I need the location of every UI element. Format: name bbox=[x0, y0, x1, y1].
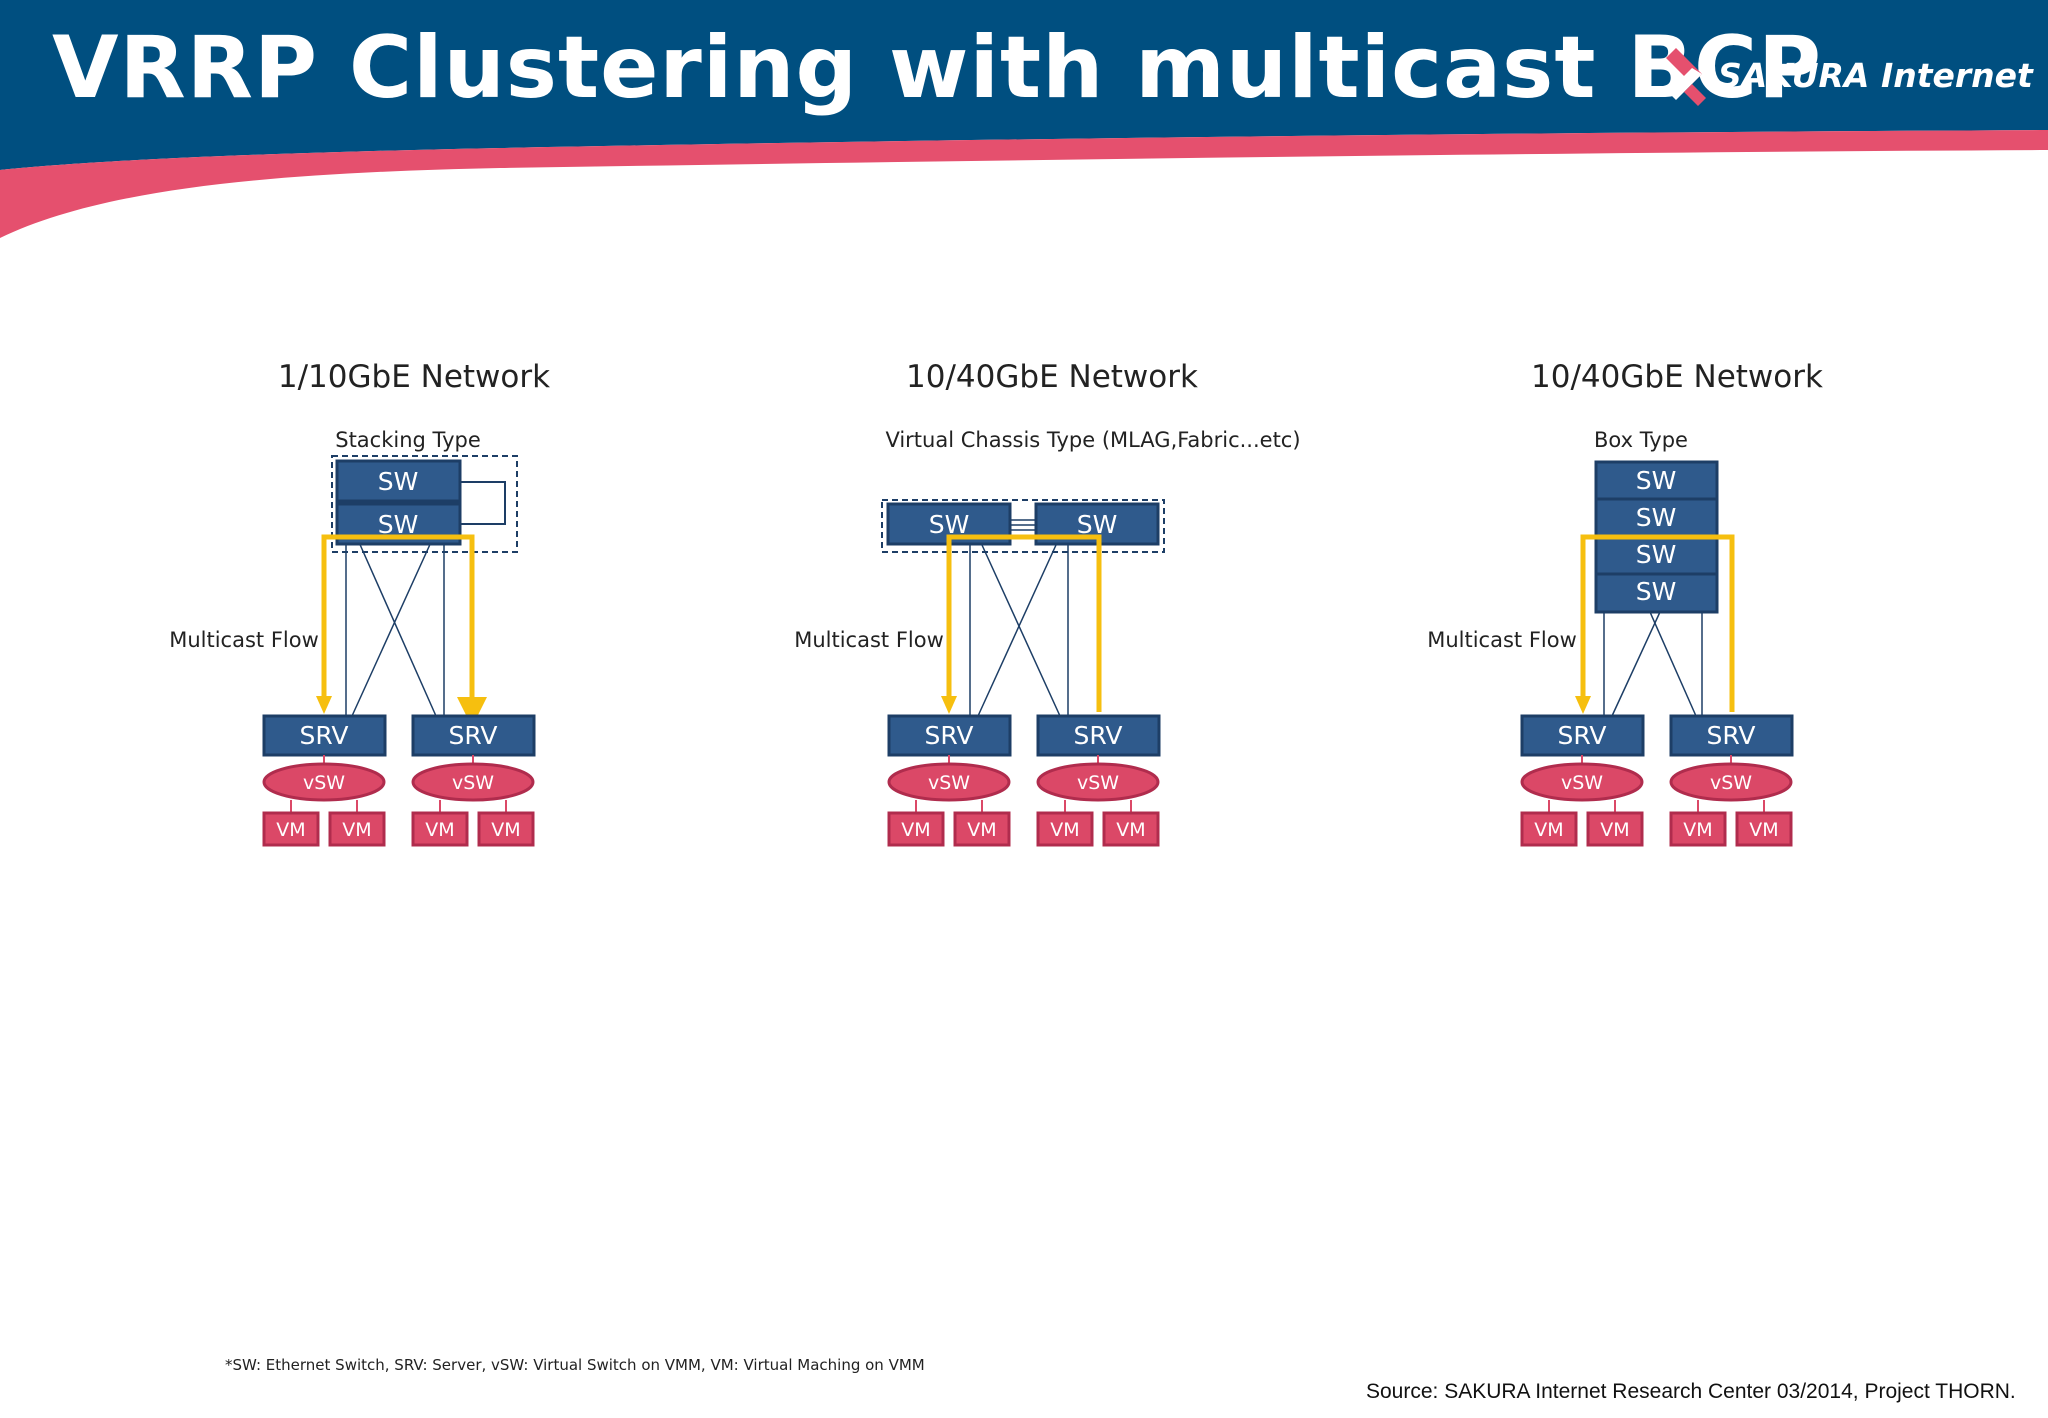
vm bbox=[262, 811, 320, 847]
vm bbox=[1102, 811, 1160, 847]
vm bbox=[477, 811, 535, 847]
switch-label: SW bbox=[929, 510, 970, 539]
vswitch bbox=[262, 762, 386, 802]
vm bbox=[328, 811, 386, 847]
vm bbox=[411, 811, 469, 847]
vm-label: VM bbox=[276, 819, 305, 841]
stacking-cable bbox=[460, 481, 506, 525]
server-label: SRV bbox=[300, 721, 349, 750]
panel-2-type-label: Virtual Chassis Type (MLAG,Fabric...etc) bbox=[885, 428, 1300, 452]
panel-stacking: 1/10GbE Network Stacking Type SW SW Mult… bbox=[169, 359, 550, 847]
switch bbox=[335, 459, 462, 503]
panel-3-links bbox=[1603, 611, 1703, 717]
slide-header bbox=[0, 0, 2048, 238]
vm-label: VM bbox=[1749, 819, 1778, 841]
panel-1-links bbox=[345, 539, 445, 717]
server-label: SRV bbox=[1074, 721, 1123, 750]
vm bbox=[887, 811, 945, 847]
server bbox=[411, 714, 536, 757]
switch-label: SW bbox=[1636, 503, 1677, 532]
server bbox=[1520, 714, 1645, 757]
chassis-boundary bbox=[881, 499, 1165, 553]
vm-label: VM bbox=[1534, 819, 1563, 841]
source-citation: Source: SAKURA Internet Research Center … bbox=[1366, 1380, 2016, 1403]
server-label: SRV bbox=[1707, 721, 1756, 750]
server bbox=[1036, 714, 1161, 757]
company-logo: SAKURA Internet bbox=[1662, 44, 2033, 114]
multicast-flow-arrow bbox=[941, 696, 957, 714]
vswitch bbox=[1520, 762, 1644, 802]
server-label: SRV bbox=[1558, 721, 1607, 750]
switch-label: SW bbox=[378, 467, 419, 496]
vswitch-label: vSW bbox=[928, 772, 970, 794]
vswitch-label: vSW bbox=[1710, 772, 1752, 794]
panel-3-type-label: Box Type bbox=[1594, 428, 1688, 452]
multicast-flow-path bbox=[1580, 534, 1735, 712]
vswitch-label: vSW bbox=[452, 772, 494, 794]
vm-label: VM bbox=[1683, 819, 1712, 841]
panel-2-network-title: 10/40GbE Network bbox=[906, 359, 1198, 395]
vm-label: VM bbox=[1050, 819, 1079, 841]
panel-virtual-chassis: 10/40GbE Network Virtual Chassis Type (M… bbox=[794, 359, 1301, 847]
slide-title: VRRP Clustering with multicast BCP bbox=[52, 18, 1823, 118]
vm bbox=[1669, 811, 1727, 847]
vswitch bbox=[887, 762, 1011, 802]
stack-boundary bbox=[331, 455, 518, 553]
panel-2-links bbox=[969, 519, 1069, 717]
multicast-flow-path bbox=[321, 534, 487, 727]
server bbox=[262, 714, 387, 757]
flow-label: Multicast Flow bbox=[169, 628, 319, 652]
sakura-logo-icon bbox=[1666, 48, 1706, 106]
panel-3-network-title: 10/40GbE Network bbox=[1531, 359, 1823, 395]
switch-label: SW bbox=[1636, 577, 1677, 606]
switch-label: SW bbox=[1636, 540, 1677, 569]
vswitch-label: vSW bbox=[1561, 772, 1603, 794]
vm-label: VM bbox=[425, 819, 454, 841]
vm-label: VM bbox=[901, 819, 930, 841]
vm bbox=[1735, 811, 1793, 847]
switch-label: SW bbox=[1636, 466, 1677, 495]
flow-label: Multicast Flow bbox=[794, 628, 944, 652]
footnote: *SW: Ethernet Switch, SRV: Server, vSW: … bbox=[225, 1356, 925, 1374]
panel-box: 10/40GbE Network Box Type SW SW SW SW Mu… bbox=[1427, 359, 1823, 847]
server-label: SRV bbox=[925, 721, 974, 750]
vm-label: VM bbox=[1116, 819, 1145, 841]
vm-label: VM bbox=[491, 819, 520, 841]
multicast-flow-arrow bbox=[316, 696, 332, 714]
panel-1-type-label: Stacking Type bbox=[335, 428, 481, 452]
vswitch-label: vSW bbox=[303, 772, 345, 794]
vm bbox=[953, 811, 1011, 847]
server-label: SRV bbox=[449, 721, 498, 750]
switch-label: SW bbox=[378, 510, 419, 539]
flow-label: Multicast Flow bbox=[1427, 628, 1577, 652]
vm-label: VM bbox=[967, 819, 996, 841]
vswitch bbox=[1669, 762, 1793, 802]
vswitch-label: vSW bbox=[1077, 772, 1119, 794]
vm bbox=[1586, 811, 1644, 847]
vm-label: VM bbox=[1600, 819, 1629, 841]
vm bbox=[1036, 811, 1094, 847]
multicast-flow-arrow bbox=[1575, 696, 1591, 714]
panel-1-network-title: 1/10GbE Network bbox=[278, 359, 550, 395]
multicast-flow-path bbox=[946, 534, 1102, 712]
vswitch bbox=[411, 762, 535, 802]
logo-wordmark: SAKURA Internet bbox=[1718, 56, 2033, 95]
vm bbox=[1520, 811, 1578, 847]
vm-label: VM bbox=[342, 819, 371, 841]
switch-label: SW bbox=[1077, 510, 1118, 539]
vswitch bbox=[1036, 762, 1160, 802]
